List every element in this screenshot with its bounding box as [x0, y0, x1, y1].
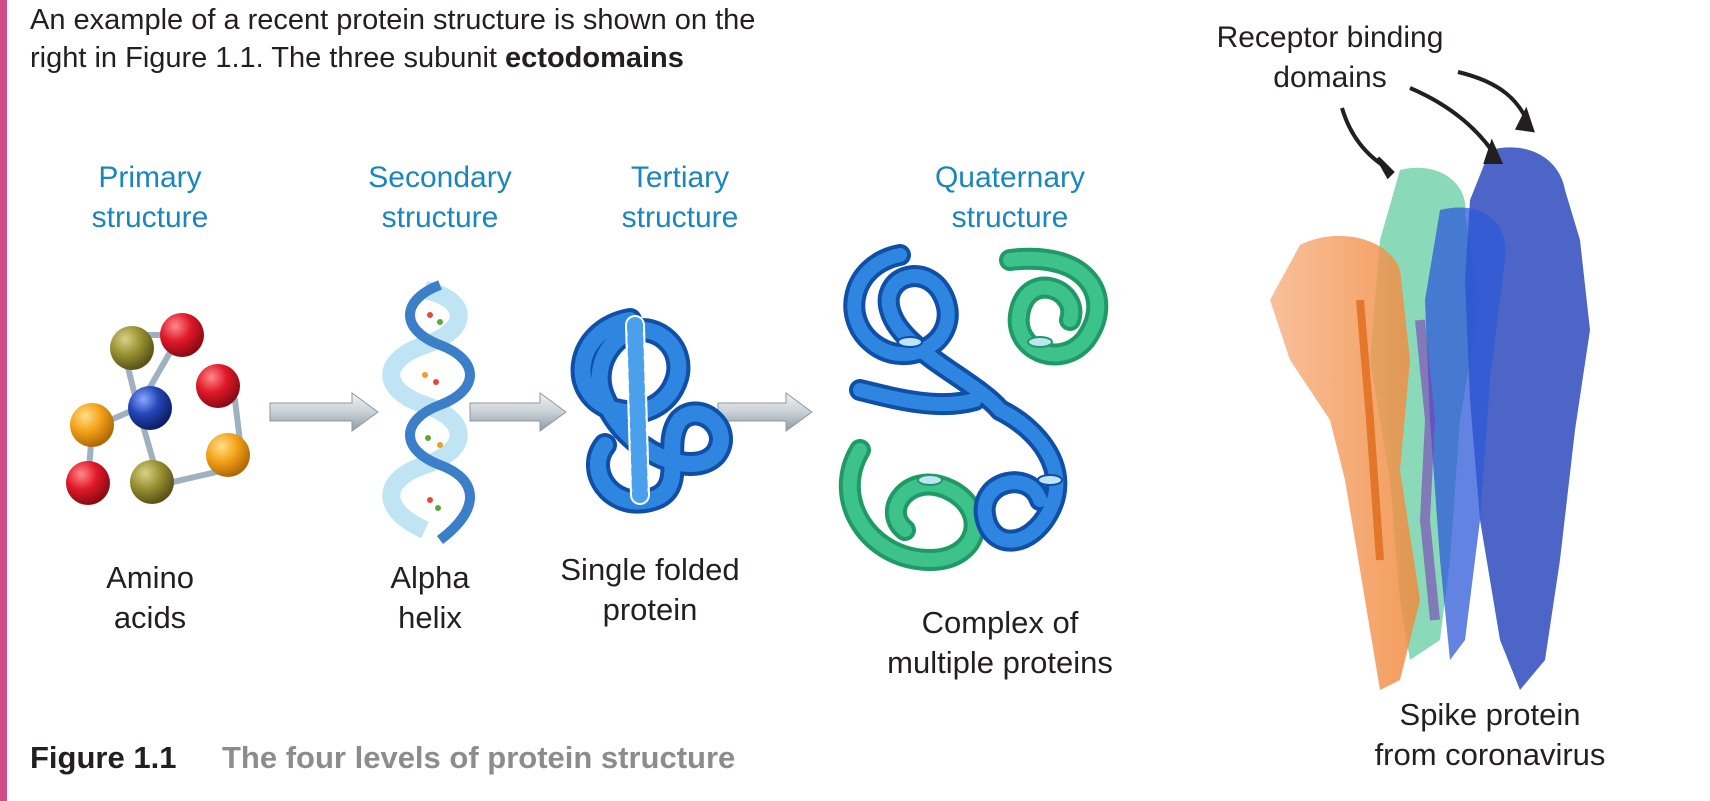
arrow-primary-to-secondary	[269, 392, 379, 432]
alpha-helix-caption: Alpha helix	[320, 558, 540, 638]
figure-number: Figure 1.1	[30, 740, 177, 775]
caption-line: helix	[398, 600, 462, 635]
folded-protein	[570, 308, 733, 514]
quaternary-complex	[838, 244, 1109, 572]
heading-line: Primary	[98, 161, 202, 194]
label-line: domains	[1273, 61, 1387, 94]
caption-line: acids	[113, 600, 187, 635]
label-line: Receptor binding	[1216, 21, 1444, 54]
primary-structure-heading: Primary structure	[40, 158, 260, 238]
amino-acids-caption: Amino acids	[40, 558, 260, 638]
receptor-binding-arrows	[1340, 70, 1535, 180]
caption-line: from coronavirus	[1374, 737, 1606, 772]
caption-line: multiple proteins	[887, 645, 1113, 680]
left-accent-border	[0, 0, 7, 801]
amino-acid-chain	[66, 313, 250, 505]
caption-line: Complex of	[921, 605, 1079, 640]
secondary-structure-heading: Secondary structure	[330, 158, 550, 238]
receptor-binding-label: Receptor binding domains	[1170, 18, 1490, 98]
heading-line: Secondary	[368, 161, 512, 194]
intro-line-2: right in Figure 1.1. The three subunit e…	[30, 38, 684, 78]
caption-line: Single folded	[560, 552, 740, 587]
spike-protein-caption: Spike protein from coronavirus	[1310, 695, 1670, 775]
heading-line: structure	[951, 201, 1069, 234]
caption-line: Amino	[106, 560, 194, 595]
heading-line: structure	[381, 201, 499, 234]
intro-line-1: An example of a recent protein structure…	[30, 4, 756, 36]
single-folded-protein-caption: Single folded protein	[520, 550, 780, 630]
heading-line: Quaternary	[934, 161, 1086, 194]
heading-line: structure	[91, 201, 209, 234]
caption-line: Spike protein	[1399, 697, 1581, 732]
arrow-secondary-to-tertiary	[469, 392, 567, 432]
tertiary-structure-heading: Tertiary structure	[570, 158, 790, 238]
heading-line: Tertiary	[630, 161, 730, 194]
figure-title: The four levels of protein structure	[222, 740, 736, 775]
caption-line: protein	[602, 592, 698, 627]
heading-line: structure	[621, 201, 739, 234]
intro-line-2-text: right in Figure 1.1. The three subunit	[30, 42, 506, 74]
alpha-helix	[382, 280, 475, 544]
quaternary-structure-heading: Quaternary structure	[890, 158, 1130, 238]
caption-line: Alpha	[390, 560, 470, 595]
intro-bold-term: ectodomains	[505, 42, 684, 74]
arrow-tertiary-to-quaternary	[717, 392, 813, 432]
complex-caption: Complex of multiple proteins	[840, 603, 1160, 683]
spike-protein	[1270, 147, 1590, 691]
